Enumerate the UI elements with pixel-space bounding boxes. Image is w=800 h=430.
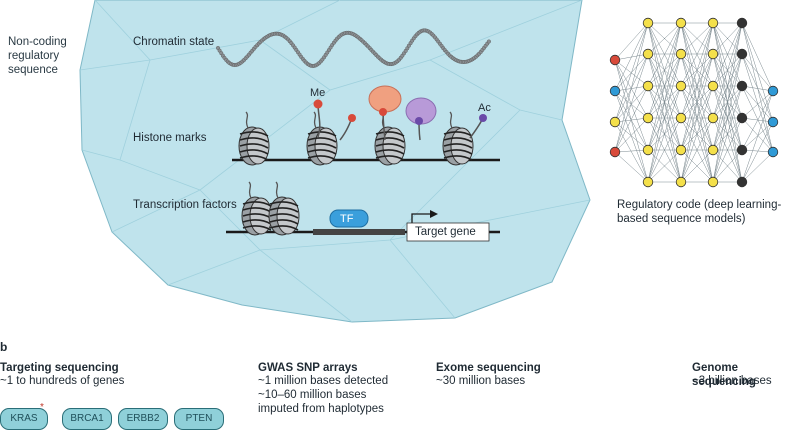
gwas-title: GWAS SNP arrays [258,362,358,374]
network-node [642,176,654,188]
network-node [609,116,621,128]
ac-label: Ac [478,102,491,114]
genome-desc: ~3 billion bases [692,375,772,387]
me-label: Me [310,87,326,99]
target-gene-box [406,222,490,242]
histone-nucleosomes [238,111,474,166]
targeting-title: Targeting sequencing [0,362,119,374]
network-node [642,112,654,124]
chromatin-fiber [215,28,491,68]
gene-pten: PTEN [174,408,224,430]
histone-marks-label: Histone marks [133,132,207,144]
target-gene-label: Target gene [415,226,476,238]
network-node [642,144,654,156]
reader-protein-orange [368,85,402,113]
network-node [675,48,687,60]
network-node [767,116,779,128]
network-node [609,146,621,158]
network-node [767,146,779,158]
histone-modifications [313,85,487,141]
network-node [707,17,719,29]
chromatin-state-label: Chromatin state [133,36,215,48]
network-node [736,80,748,92]
network-node [609,54,621,66]
gene-brca1: BRCA1 [62,408,112,430]
network-node [707,176,719,188]
acetyl-mark [479,114,487,122]
gene-erbb2: ERBB2 [118,408,168,430]
tf-protein [329,209,369,228]
mutation-star: * [40,402,44,413]
network-node [675,112,687,124]
exome-title: Exome sequencing [436,362,541,374]
network-node [707,48,719,60]
network-node [736,112,748,124]
methyl-mark [313,99,323,109]
network-node [707,80,719,92]
targeting-desc: ~1 to hundreds of genes [0,375,125,387]
noncoding-label: Non-coding regulatory sequence [8,36,67,76]
tf-nucleosomes [241,181,300,236]
tf-label: TF [340,213,354,225]
tf-binding-site [313,229,405,235]
deep-learning-network [609,17,779,188]
gwas-desc: ~1 million bases detected ~10–60 million… [258,375,389,415]
panel-a-illustration [79,0,779,323]
panel-b-letter: b [0,340,8,354]
network-node [767,85,779,97]
network-node [736,48,748,60]
network-node [736,17,748,29]
network-node [736,176,748,188]
network-node [675,144,687,156]
exome-desc: ~30 million bases [436,375,526,387]
network-node [707,144,719,156]
regulatory-code-label: Regulatory code (deep learning- based se… [617,199,782,225]
network-node [609,85,621,97]
network-node [675,17,687,29]
network-node [675,80,687,92]
network-node [675,176,687,188]
network-node [736,144,748,156]
network-node [642,80,654,92]
genome-title: Genome sequencing [692,362,756,388]
network-node [707,112,719,124]
transcription-factors-label: Transcription factors [133,199,237,211]
network-node [642,17,654,29]
network-node [642,48,654,60]
